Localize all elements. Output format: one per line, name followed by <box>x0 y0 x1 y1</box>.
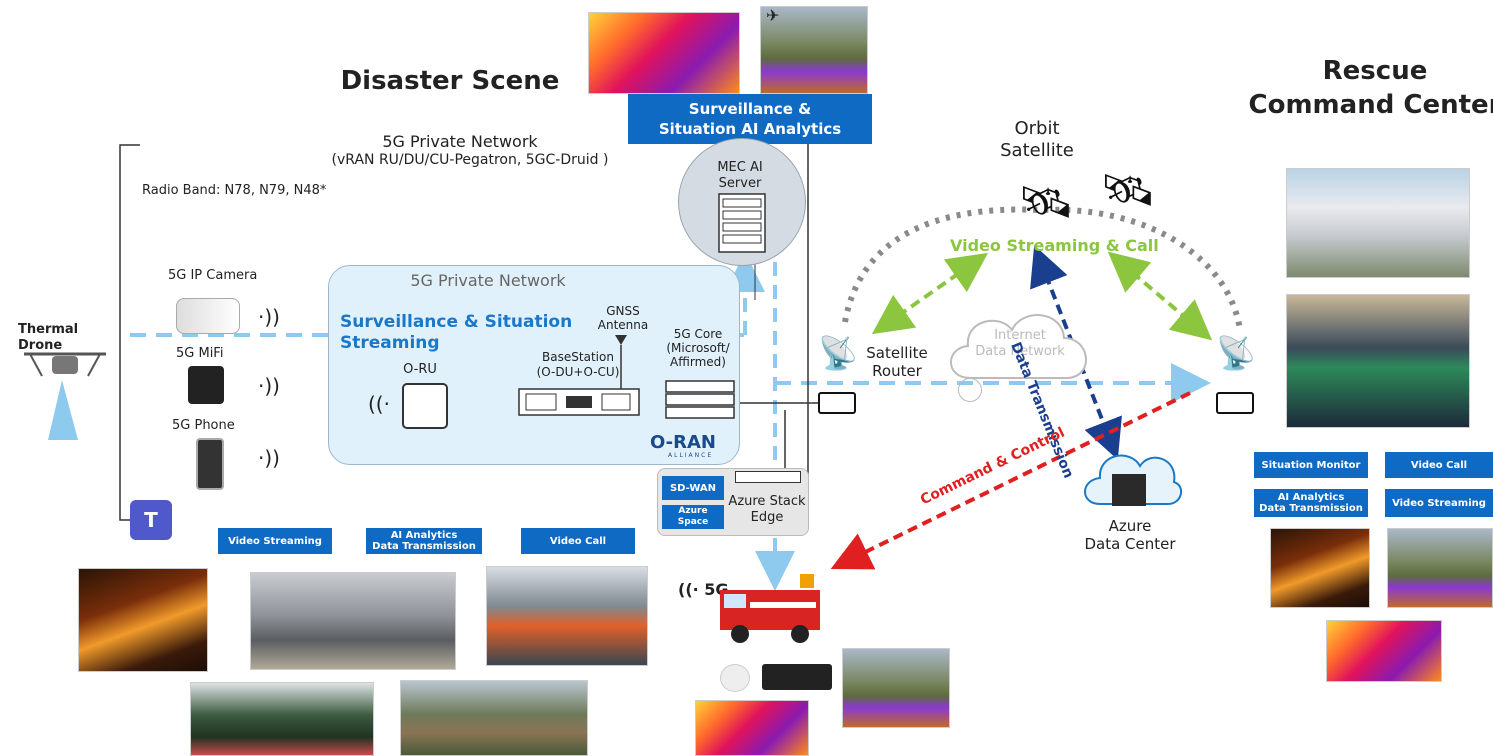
photo-thermal-center <box>1326 620 1442 682</box>
photo-thermal-truck <box>695 700 809 756</box>
ai-analytics-banner: Surveillance & Situation AI Analytics <box>628 94 872 144</box>
wifi-icon: ((· <box>678 580 699 599</box>
oru-device <box>402 383 448 429</box>
phone-icon <box>196 438 224 490</box>
photo-fire <box>78 568 208 672</box>
camera-icon <box>176 298 240 334</box>
stack-edge-label: Azure Stack Edge <box>728 494 806 525</box>
stack-edge-device-icon <box>735 471 801 483</box>
photo-thermal-top <box>588 12 740 94</box>
device-bracket <box>119 144 140 521</box>
camera-label: 5G IP Camera <box>168 268 258 283</box>
phone-signal-icon: ·)) <box>258 446 280 470</box>
wifi-ap-icon <box>720 664 750 692</box>
internet-cloud-icon <box>950 314 1087 379</box>
oran-sub: ALLIANCE <box>668 452 714 459</box>
center-situation-monitor-button[interactable]: Situation Monitor <box>1254 452 1368 478</box>
satellite-dish-left-icon: 📡 <box>818 334 858 372</box>
photo-rescue-crew <box>486 566 648 666</box>
satellite-router-right-device <box>1216 392 1254 414</box>
core-label: 5G Core (Microsoft/ Affirmed) <box>666 327 730 369</box>
satellite-icon-2: 🛰 <box>1100 165 1156 216</box>
scene-ai-analytics-button[interactable]: AI Analytics Data Transmission <box>366 528 482 554</box>
oru-label: O-RU <box>403 362 437 377</box>
photo-drone-landscape-center <box>1387 528 1493 608</box>
drone-label: Thermal Drone <box>18 322 79 353</box>
antenna-icon <box>615 335 627 389</box>
streaming-label: Surveillance & Situation Streaming <box>340 312 573 353</box>
oran-logo: O-RAN <box>650 432 716 453</box>
photo-drone-landscape-top <box>760 6 868 94</box>
private-network-box <box>328 265 740 465</box>
router-device-icon <box>762 664 832 690</box>
photo-command-building <box>1286 168 1470 278</box>
photo-forest-flare <box>190 682 374 756</box>
green-arrow-right <box>1107 251 1213 341</box>
mifi-icon <box>188 366 224 404</box>
gnss-label: GNSS Antenna <box>597 304 649 332</box>
private-net-vendors: (vRAN RU/DU/CU-Pegatron, 5GC-Druid ) <box>331 152 609 168</box>
orbit-satellite-label: Orbit Satellite <box>1000 118 1074 161</box>
cmd-ctrl-arrow <box>830 391 1191 570</box>
title-disaster-scene: Disaster Scene <box>340 66 560 96</box>
scene-video-call-button[interactable]: Video Call <box>521 528 635 554</box>
camera-signal-icon: ·)) <box>258 305 280 329</box>
title-rescue-center: Rescue Command Center <box>1248 56 1493 120</box>
core-server-icon <box>665 380 735 419</box>
basestation-label: BaseStation (O-DU+O-CU) <box>536 350 620 379</box>
drone-icon: ✈ <box>766 6 780 25</box>
scene-video-streaming-button[interactable]: Video Streaming <box>218 528 332 554</box>
satellite-dish-right-icon: 📡 <box>1216 334 1256 372</box>
mifi-signal-icon: ·)) <box>258 374 280 398</box>
photo-collapsed-bridge <box>250 572 456 670</box>
video-call-label: Video Streaming & Call <box>950 236 1159 255</box>
satellite-icon: 🛰 <box>1018 177 1074 228</box>
private-net-box-title: 5G Private Network <box>410 271 566 290</box>
phone-label: 5G Phone <box>172 418 235 433</box>
azure-cloud-icon <box>1084 454 1182 506</box>
photo-fire-center <box>1270 528 1370 608</box>
satellite-router-label: Satellite Router <box>866 344 928 380</box>
center-video-streaming-button[interactable]: Video Streaming <box>1385 489 1493 517</box>
internet-label: Internet Data Network <box>975 328 1065 359</box>
photo-flood <box>400 680 588 756</box>
green-arrow-left <box>871 252 989 335</box>
basestation-icon <box>518 388 640 416</box>
center-ai-analytics-button[interactable]: AI Analytics Data Transmission <box>1254 489 1368 517</box>
mifi-label: 5G MiFi <box>176 346 224 361</box>
mec-server-label: MEC AI Server <box>717 160 763 191</box>
sdwan-button[interactable]: SD-WAN <box>662 476 724 500</box>
photo-drone-landscape-truck <box>842 648 950 728</box>
drone-beam <box>48 380 78 440</box>
photo-control-room <box>1286 294 1470 428</box>
globe-icon <box>958 378 982 402</box>
thermal-drone-icon <box>24 352 106 377</box>
radio-band: Radio Band: N78, N79, N48* <box>142 183 327 198</box>
fire-truck-icon <box>720 574 820 643</box>
azure-space-button[interactable]: Azure Space <box>662 505 724 529</box>
teams-icon: T <box>130 500 172 540</box>
satellite-router-left-device <box>818 392 856 414</box>
oru-signal-icon: ((· <box>368 392 390 416</box>
private-net-title: 5G Private Network <box>382 132 538 151</box>
center-video-call-button[interactable]: Video Call <box>1385 452 1493 478</box>
server-icon <box>718 193 766 253</box>
azure-data-center-label: Azure Data Center <box>1084 517 1176 553</box>
